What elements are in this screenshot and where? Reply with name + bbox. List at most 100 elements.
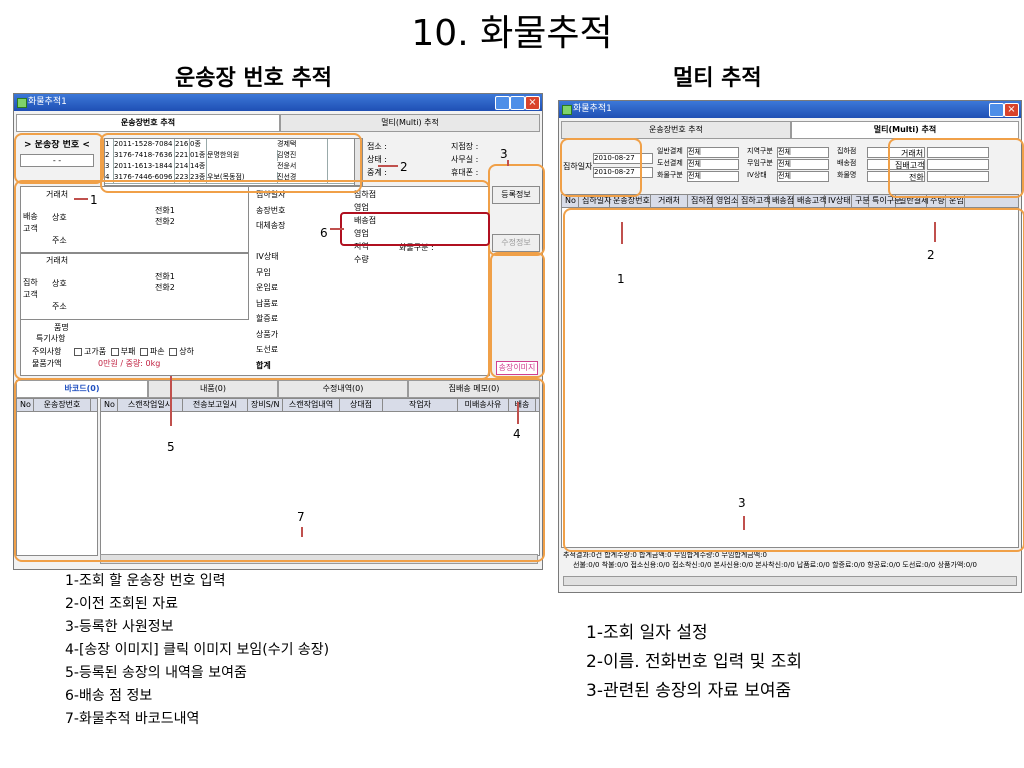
history-cell-branch: 경제택 bbox=[277, 139, 328, 150]
filter-label: 배송점 bbox=[837, 159, 857, 167]
multi-header-col: 특이구분 bbox=[869, 195, 901, 207]
caution-updown: 상하 bbox=[179, 347, 194, 356]
search-customer-label: 거래처 bbox=[901, 149, 924, 158]
multi-header-col: 집하고객 bbox=[738, 195, 770, 207]
info-manager-label: 지점장 : bbox=[451, 142, 479, 151]
sender-section bbox=[20, 186, 249, 254]
tab-multi-track[interactable]: 멀티(Multi) 추적 bbox=[791, 121, 1019, 139]
callout-frame-staff bbox=[488, 164, 545, 256]
checkbox-valuable[interactable] bbox=[74, 347, 82, 356]
maximize-button[interactable] bbox=[510, 96, 525, 110]
filter-select[interactable]: 전체 bbox=[687, 147, 739, 158]
filter-select[interactable]: 전체 bbox=[687, 171, 739, 182]
callout-frame-history bbox=[100, 133, 362, 193]
arrow-3 bbox=[507, 160, 509, 166]
multi-header-col: 집하점 bbox=[688, 195, 713, 207]
register-info-button[interactable]: 등록정보 bbox=[492, 186, 540, 204]
callout-5: 5 bbox=[167, 440, 175, 454]
value-text: 0만원 / 중량: 0kg bbox=[98, 359, 161, 368]
tab-invoice-track[interactable]: 운송장번호 추적 bbox=[16, 114, 280, 132]
minimize-button[interactable] bbox=[495, 96, 510, 110]
special-label: 특기사항 bbox=[36, 334, 66, 343]
checkbox-perishable[interactable] bbox=[110, 347, 119, 356]
date-to-input[interactable]: 2010-08-27 bbox=[593, 167, 653, 178]
tab-barcode[interactable]: 바코드(0) bbox=[16, 380, 148, 398]
filter-select[interactable] bbox=[867, 171, 925, 182]
caution-label: 주의사항 bbox=[32, 347, 62, 356]
header-no: No bbox=[17, 399, 34, 411]
callout-frame-results bbox=[563, 208, 1024, 552]
sender-group-label: 배송 고객 bbox=[23, 212, 38, 233]
arrow-7 bbox=[301, 527, 303, 537]
tab-multi-track[interactable]: 멀티(Multi) 추적 bbox=[280, 114, 540, 132]
filter-label: 일반결제 bbox=[657, 147, 683, 155]
form-mid-label: IV상태 bbox=[256, 252, 279, 261]
date-from-input[interactable]: 2010-08-27 bbox=[593, 153, 653, 164]
invoice-input[interactable]: - - bbox=[20, 154, 94, 167]
form-mid-label: 납품료 bbox=[256, 298, 279, 308]
callout-frame-image bbox=[490, 252, 545, 378]
filter-select[interactable] bbox=[867, 159, 925, 170]
caution-perishable: 부패 bbox=[120, 347, 136, 356]
arrow-2 bbox=[378, 165, 398, 167]
history-cell-branch: 전윤서 bbox=[277, 161, 328, 172]
note-left-3: 3-등록한 사원정보 bbox=[65, 619, 174, 635]
history-cell-code: 216 bbox=[175, 139, 190, 150]
invoice-image-button[interactable]: 송장이미지 bbox=[496, 361, 538, 375]
waybill-form bbox=[20, 186, 490, 376]
close-button[interactable]: × bbox=[525, 96, 540, 110]
scan-header-col: 스캔작업일시 bbox=[118, 399, 183, 411]
callout-frame-date bbox=[560, 138, 642, 197]
filter-select[interactable]: 전체 bbox=[777, 147, 829, 158]
info-mobile-label: 휴대폰 : bbox=[451, 168, 479, 177]
filter-select[interactable]: 전체 bbox=[777, 159, 829, 170]
checkbox-fragile[interactable] bbox=[139, 347, 148, 356]
note-left-5: 5-등록된 송장의 내역을 보여줌 bbox=[65, 665, 247, 681]
callout-7: 7 bbox=[297, 510, 305, 524]
info-status-label: 상태 : bbox=[367, 155, 387, 164]
sender-phone2-label: 전화2 bbox=[155, 217, 175, 226]
search-client-input[interactable] bbox=[927, 159, 989, 170]
form-mid-label: 운임료 bbox=[256, 283, 279, 292]
filter-select[interactable] bbox=[867, 147, 925, 158]
caution-fragile: 파손 bbox=[149, 347, 165, 356]
filter-label: 무임구분 bbox=[747, 159, 773, 167]
history-cell-branch: 진선경 bbox=[277, 172, 328, 183]
multi-hscroll[interactable] bbox=[563, 576, 1017, 586]
info-contact-label: 접소 : bbox=[367, 142, 387, 151]
form-mid-label: 상품가 bbox=[256, 329, 279, 339]
multi-header-col: 운송장번호 bbox=[610, 195, 651, 207]
header-invoice: 운송장번호 bbox=[34, 399, 91, 411]
checkbox-updown[interactable] bbox=[169, 347, 178, 356]
multi-header-col: 구분 bbox=[852, 195, 870, 207]
search-customer-input[interactable] bbox=[927, 147, 989, 158]
rank-info-button[interactable]: 수정정보 bbox=[492, 234, 540, 252]
sender-company-label: 상호 bbox=[52, 213, 67, 222]
form-mid-label: 할증료 bbox=[256, 314, 279, 323]
multi-header-col: IV상태 bbox=[825, 195, 852, 207]
tab-edit-history[interactable]: 수정내역(0) bbox=[278, 380, 408, 398]
tab-contents[interactable]: 내품(0) bbox=[148, 380, 278, 398]
filter-select[interactable]: 전체 bbox=[777, 171, 829, 182]
caution-valuable: 고가품 bbox=[84, 347, 107, 356]
filter-select[interactable]: 전체 bbox=[687, 159, 739, 170]
form-right-label: 수량 bbox=[354, 255, 369, 264]
search-phone-input[interactable] bbox=[927, 171, 989, 182]
form-mid-label: 집하일자 bbox=[256, 190, 286, 199]
minimize-button[interactable] bbox=[989, 103, 1004, 117]
tab-delivery-memo[interactable]: 집배송 메모(0) bbox=[408, 380, 540, 398]
tab-invoice-track[interactable]: 운송장번호 추적 bbox=[561, 121, 791, 139]
filter-label: 지역구분 bbox=[747, 147, 773, 155]
close-button[interactable]: × bbox=[1004, 103, 1019, 117]
note-left-1: 1-조회 할 운송장 번호 입력 bbox=[65, 573, 226, 589]
history-cell-no: 2 bbox=[105, 150, 114, 161]
left-heading: 운송장 번호 추적 bbox=[175, 66, 332, 91]
callout-r3: 3 bbox=[738, 496, 746, 510]
filter-label: 도선결제 bbox=[657, 159, 683, 167]
multi-header-col: 거래처 bbox=[651, 195, 688, 207]
